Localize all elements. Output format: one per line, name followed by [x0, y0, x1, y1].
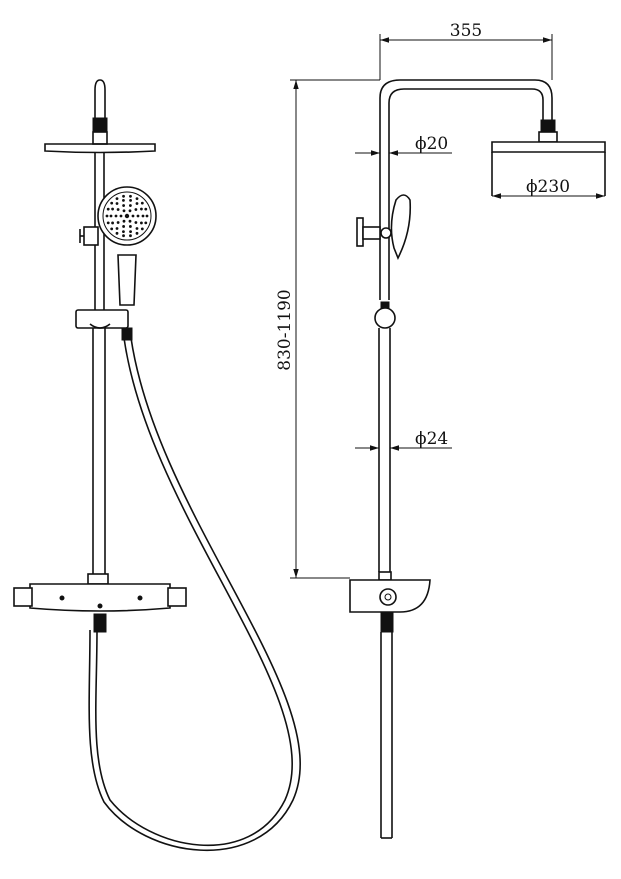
nozzle-dot	[129, 199, 132, 202]
nozzle-dot	[135, 231, 139, 235]
nozzle-dot	[115, 227, 119, 230]
nozzle-dot	[129, 194, 132, 198]
side-hose	[380, 632, 393, 839]
nozzle-dot	[140, 201, 144, 205]
nozzle-dot	[115, 197, 119, 201]
nozzle-dot	[119, 214, 123, 218]
front-hose	[88, 327, 301, 852]
nozzle-dot	[140, 221, 143, 225]
dimension-upper-pipe-diameter: ϕ20	[355, 134, 452, 156]
front-lower-pipe	[92, 328, 106, 574]
nozzle-dot	[111, 221, 114, 225]
nozzle-dot	[145, 214, 149, 218]
nozzle-dot	[135, 202, 139, 205]
nozzle-dot	[134, 208, 138, 211]
nozzle-dot	[122, 225, 125, 228]
nozzle-dot	[131, 214, 135, 218]
nozzle-dot	[106, 221, 110, 225]
dimensions: 355 ϕ20 ϕ230 ϕ24 830-1190	[275, 21, 605, 579]
nozzle-dot	[109, 214, 113, 218]
nozzle-dot	[124, 213, 130, 219]
front-slide-bracket	[75, 309, 129, 329]
dimension-lower-pipe-label: ϕ24	[415, 429, 448, 449]
nozzle-dot	[144, 221, 148, 225]
dimension-head-diameter-label: ϕ230	[526, 177, 570, 197]
front-rain-head	[44, 131, 156, 154]
nozzle-dot	[129, 230, 132, 234]
nozzle-dot	[140, 227, 144, 231]
front-hand-shower	[97, 186, 157, 306]
dimension-head-diameter: ϕ230	[492, 177, 605, 199]
nozzle-dot	[140, 207, 143, 211]
nozzle-dot	[115, 231, 119, 235]
nozzle-dot	[129, 225, 132, 228]
front-top-connector	[92, 79, 108, 133]
side-upper-pipe	[379, 115, 390, 300]
dimension-arm-reach-label: 355	[450, 21, 482, 41]
dimension-height-range-label: 830-1190	[275, 289, 295, 370]
side-lower-pipe	[378, 328, 391, 572]
nozzle-dot	[122, 194, 125, 198]
side-diverter-and-hand-shower	[356, 194, 412, 260]
front-diverter-knob	[79, 226, 99, 246]
nozzle-dot	[128, 209, 132, 213]
nozzle-dot	[128, 219, 132, 223]
front-view	[13, 79, 301, 852]
nozzle-dot	[105, 214, 109, 218]
nozzle-dot	[110, 227, 114, 231]
dimension-lower-pipe-diameter: ϕ24	[355, 429, 452, 451]
side-mixer	[349, 571, 431, 633]
nozzle-dot	[129, 234, 132, 238]
side-rain-head	[491, 141, 606, 196]
nozzle-dot	[115, 202, 119, 205]
front-thermostatic-mixer	[13, 573, 187, 633]
nozzle-dot	[114, 214, 118, 218]
nozzle-dot	[122, 204, 125, 207]
front-hand-shower-nozzles	[105, 194, 149, 238]
side-shower-arm	[379, 79, 558, 143]
nozzle-dot	[129, 204, 132, 207]
nozzle-dot	[134, 221, 138, 224]
dimension-height-range: 830-1190	[275, 79, 380, 579]
nozzle-dot	[141, 214, 145, 218]
dimension-upper-pipe-label: ϕ20	[415, 134, 448, 154]
nozzle-dot	[136, 214, 140, 218]
nozzle-dot	[122, 230, 125, 234]
nozzle-dot	[106, 207, 110, 211]
nozzle-dot	[111, 207, 114, 211]
side-view	[349, 79, 606, 839]
dimension-arm-reach: 355	[379, 21, 553, 80]
nozzle-dot	[135, 227, 139, 230]
nozzle-dot	[110, 201, 114, 205]
nozzle-dot	[122, 219, 126, 223]
nozzle-dot	[122, 199, 125, 202]
side-slider	[374, 301, 396, 329]
nozzle-dot	[116, 221, 120, 224]
nozzle-dot	[144, 207, 148, 211]
nozzle-dot	[122, 234, 125, 238]
nozzle-dot	[116, 208, 120, 211]
nozzle-dot	[122, 209, 126, 213]
nozzle-dot	[135, 197, 139, 201]
